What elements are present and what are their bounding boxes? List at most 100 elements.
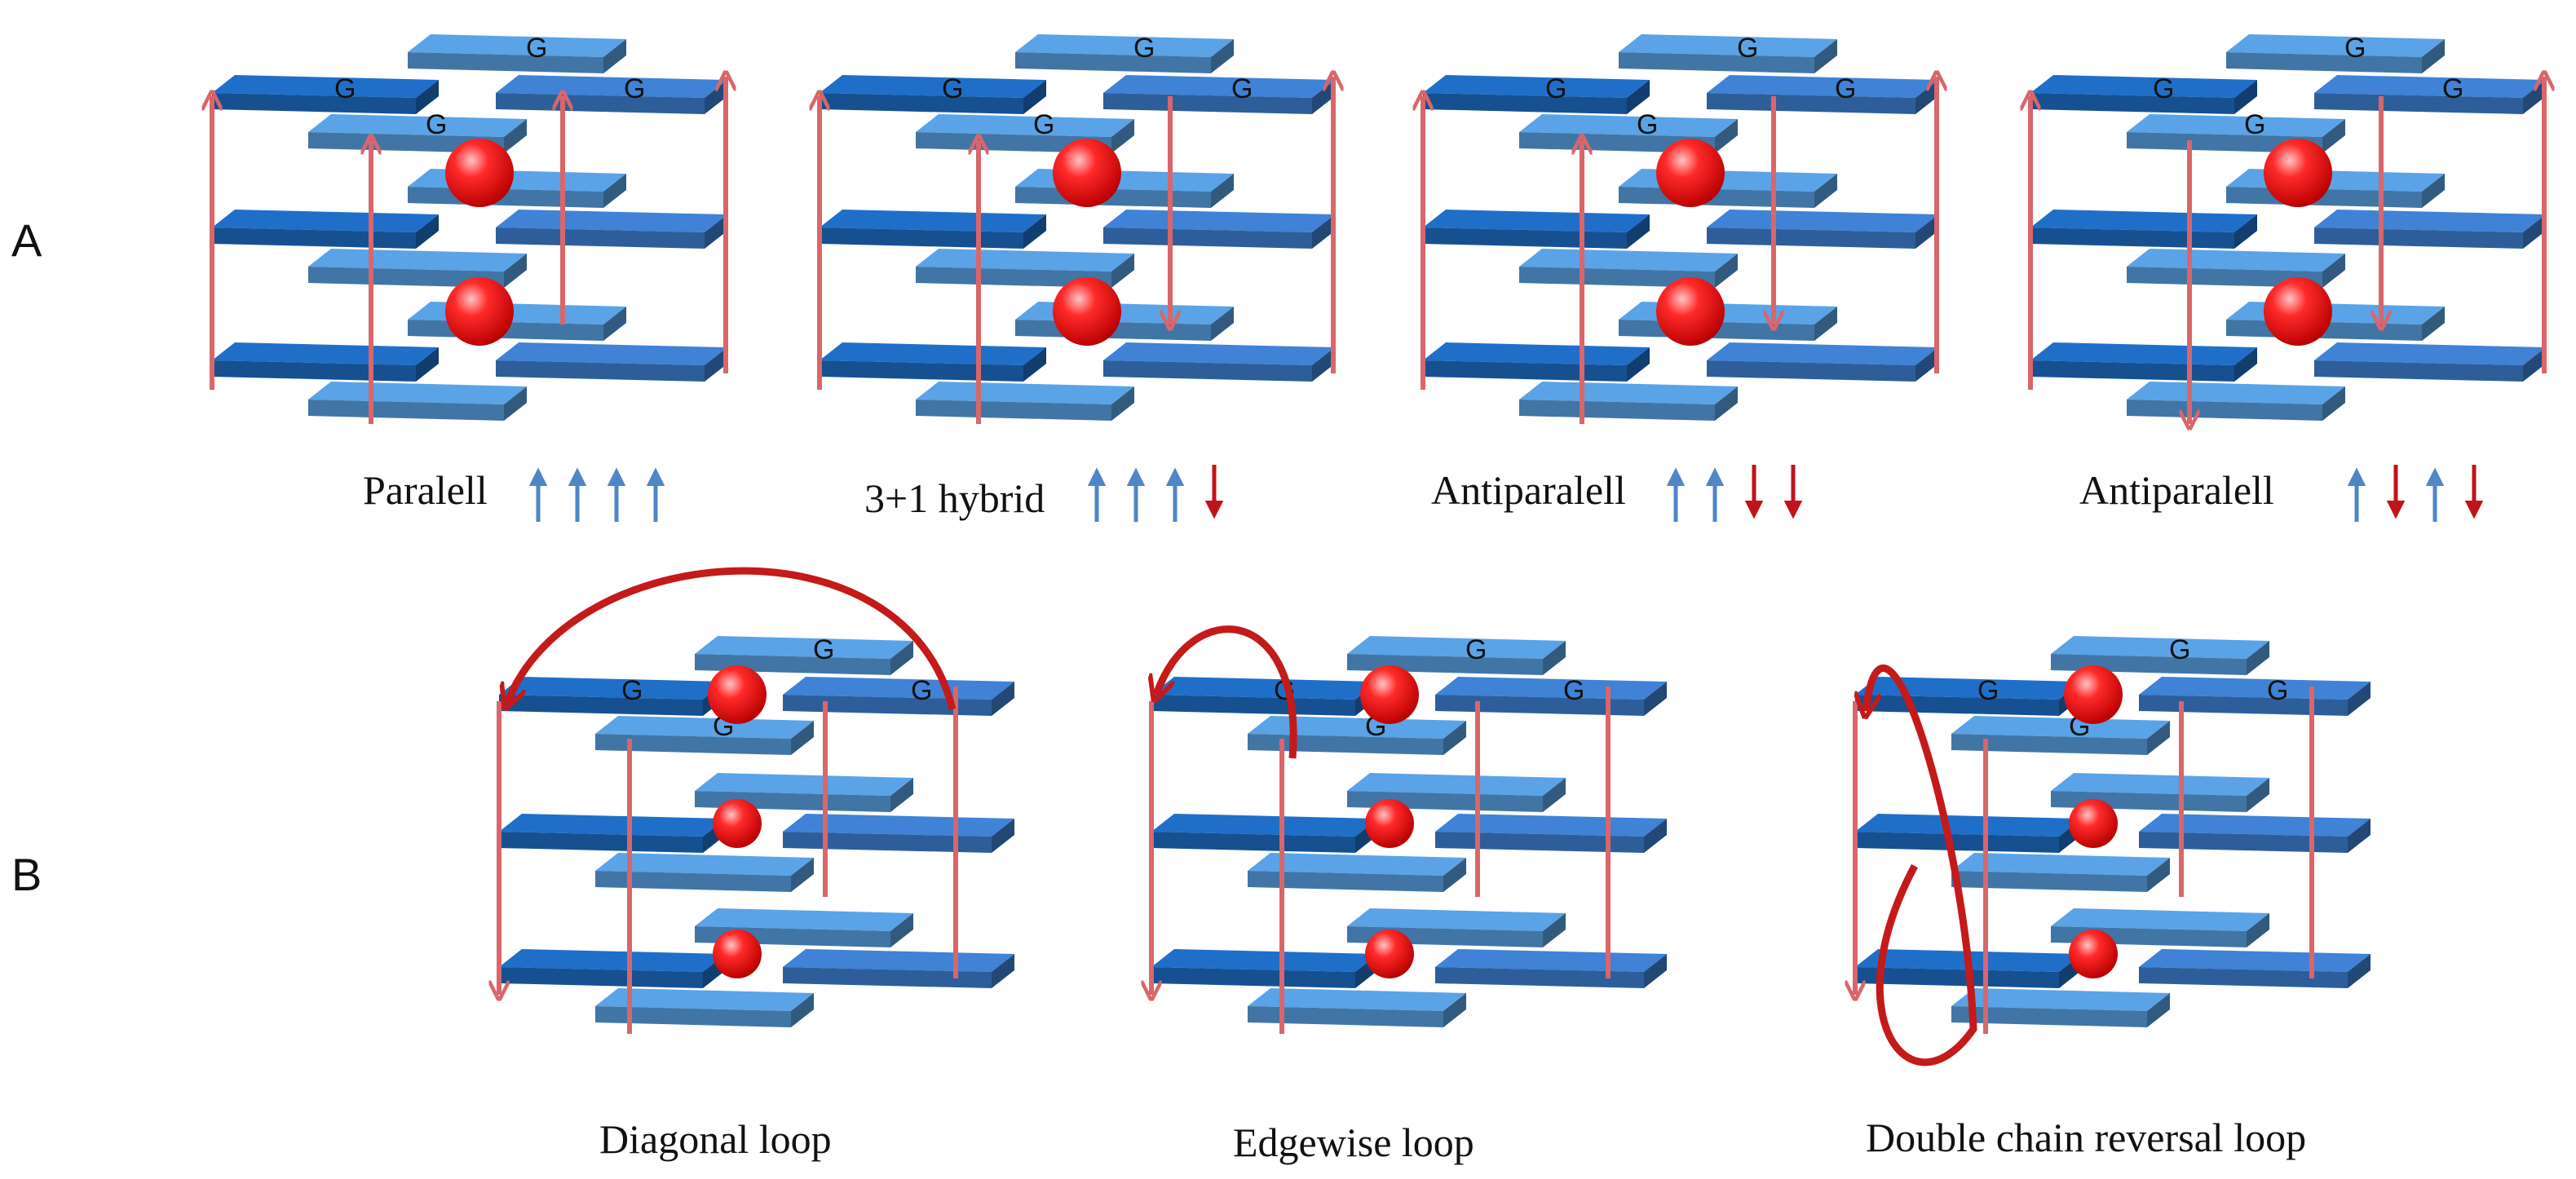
guanine-plate-side: [1644, 819, 1667, 853]
guanine-plate-front: [2139, 695, 2348, 716]
guanine-plate-top: [308, 382, 527, 404]
guanine-plate-top: [496, 342, 727, 365]
guanine-label: G: [911, 675, 932, 706]
guanine-plate-side: [504, 386, 527, 421]
guanine-plate-front: [2127, 267, 2322, 288]
guanine-plate-front: [212, 360, 416, 382]
guanine-plate-front: [1951, 734, 2147, 755]
guanine-plate-side: [1443, 721, 1466, 755]
guanine-plate-side: [2234, 214, 2257, 249]
guanine-plate-front: [1103, 93, 1312, 114]
guanine-plate-front: [783, 967, 992, 988]
guanine-plate-top: [916, 114, 1134, 137]
guanine-plate-top: [1519, 114, 1738, 137]
guanine-label: G: [526, 33, 547, 64]
guanine-plate-front: [496, 93, 705, 114]
guanine-plate-top: [2051, 908, 2269, 931]
guanine-label: G: [1835, 73, 1856, 104]
guanine-plate-side: [1644, 954, 1667, 988]
guanine-plate-side: [504, 119, 527, 153]
guanine-plate-top: [916, 249, 1134, 272]
guanine-plate-front: [2139, 967, 2348, 988]
cation-sphere: [708, 665, 767, 724]
guanine-plate-side: [1111, 254, 1134, 288]
guanine-plate-front: [1423, 360, 1627, 382]
guanine-label: G: [2153, 73, 2174, 104]
guanine-plate-side: [2422, 307, 2445, 341]
guanine-plate-top: [308, 249, 527, 272]
guanine-plate-side: [1443, 858, 1466, 892]
guanine-plate-top: [496, 210, 727, 232]
guanine-plate-side: [1111, 119, 1134, 153]
guanine-plate-front: [1015, 52, 1211, 73]
cation-sphere: [713, 799, 762, 848]
guanine-label: G: [624, 73, 645, 104]
guanine-label: G: [813, 634, 834, 665]
guanine-plate-front: [499, 695, 703, 716]
guanine-plate-side: [2322, 119, 2345, 153]
guanine-plate-front: [1519, 132, 1715, 153]
guanine-plate-front: [595, 871, 791, 892]
guanine-plate-front: [2127, 400, 2322, 421]
guanine-label: G: [1133, 33, 1155, 64]
guanine-plate-front: [1951, 1006, 2147, 1027]
guanine-plate-top: [1423, 342, 1650, 365]
guanine-plate-top: [2226, 34, 2445, 57]
guanine-plate-top: [1151, 814, 1378, 837]
guanine-plate-front: [212, 93, 416, 114]
guanine-plate-front: [916, 267, 1111, 288]
guanine-plate-top: [2030, 75, 2257, 98]
cation-sphere: [1053, 277, 1121, 346]
guanine-label: G: [2267, 675, 2288, 706]
guanine-plate-front: [820, 93, 1023, 114]
guanine-plate-top: [1347, 773, 1566, 796]
guanine-plate-side: [2247, 641, 2269, 675]
guanine-plate-top: [820, 210, 1046, 232]
cation-sphere: [1656, 139, 1725, 207]
guanine-plate-side: [1312, 214, 1335, 249]
guanine-plate-side: [2348, 682, 2371, 716]
guanine-plate-top: [820, 342, 1046, 365]
guanine-label: G: [1231, 73, 1253, 104]
guanine-plate-side: [416, 214, 439, 249]
cation-sphere: [1365, 799, 1414, 848]
guanine-plate-front: [1707, 227, 1915, 249]
guanine-plate-top: [1248, 853, 1466, 876]
guanine-plate-top: [695, 636, 913, 659]
guanine-plate-front: [820, 360, 1023, 382]
guanine-plate-top: [308, 114, 527, 137]
guanine-plate-side: [890, 641, 913, 675]
guanine-plate-top: [1855, 677, 2082, 700]
cation-sphere: [1365, 930, 1414, 978]
guanine-plate-side: [2234, 80, 2257, 114]
guanine-label: G: [1977, 675, 1999, 706]
guanine-plate-front: [496, 227, 705, 249]
guanine-plate-side: [1023, 214, 1046, 249]
guanine-plate-top: [1951, 853, 2170, 876]
guanine-plate-side: [2147, 993, 2170, 1027]
guanine-plate-front: [916, 400, 1111, 421]
guanine-plate-front: [1103, 360, 1312, 382]
guanine-plate-top: [1151, 949, 1378, 972]
guanine-plate-side: [2422, 39, 2445, 73]
guanine-plate-side: [2247, 913, 2269, 947]
guanine-plate-front: [2030, 227, 2234, 249]
guanine-plate-front: [1951, 871, 2147, 892]
guanine-plate-side: [1023, 347, 1046, 382]
guanine-plate-front: [1519, 267, 1715, 288]
guanine-plate-front: [499, 967, 703, 988]
guanine-plate-front: [2030, 93, 2234, 114]
guanine-plate-side: [603, 307, 626, 341]
guanine-plate-side: [1915, 214, 1938, 249]
guanine-plate-top: [2051, 636, 2269, 659]
guanine-plate-front: [2139, 832, 2348, 853]
guanine-plate-side: [2348, 954, 2371, 988]
guanine-plate-side: [705, 347, 727, 382]
guanine-plate-front: [1151, 832, 1355, 853]
guanine-plate-side: [1627, 80, 1650, 114]
guanine-plate-front: [2226, 52, 2422, 73]
